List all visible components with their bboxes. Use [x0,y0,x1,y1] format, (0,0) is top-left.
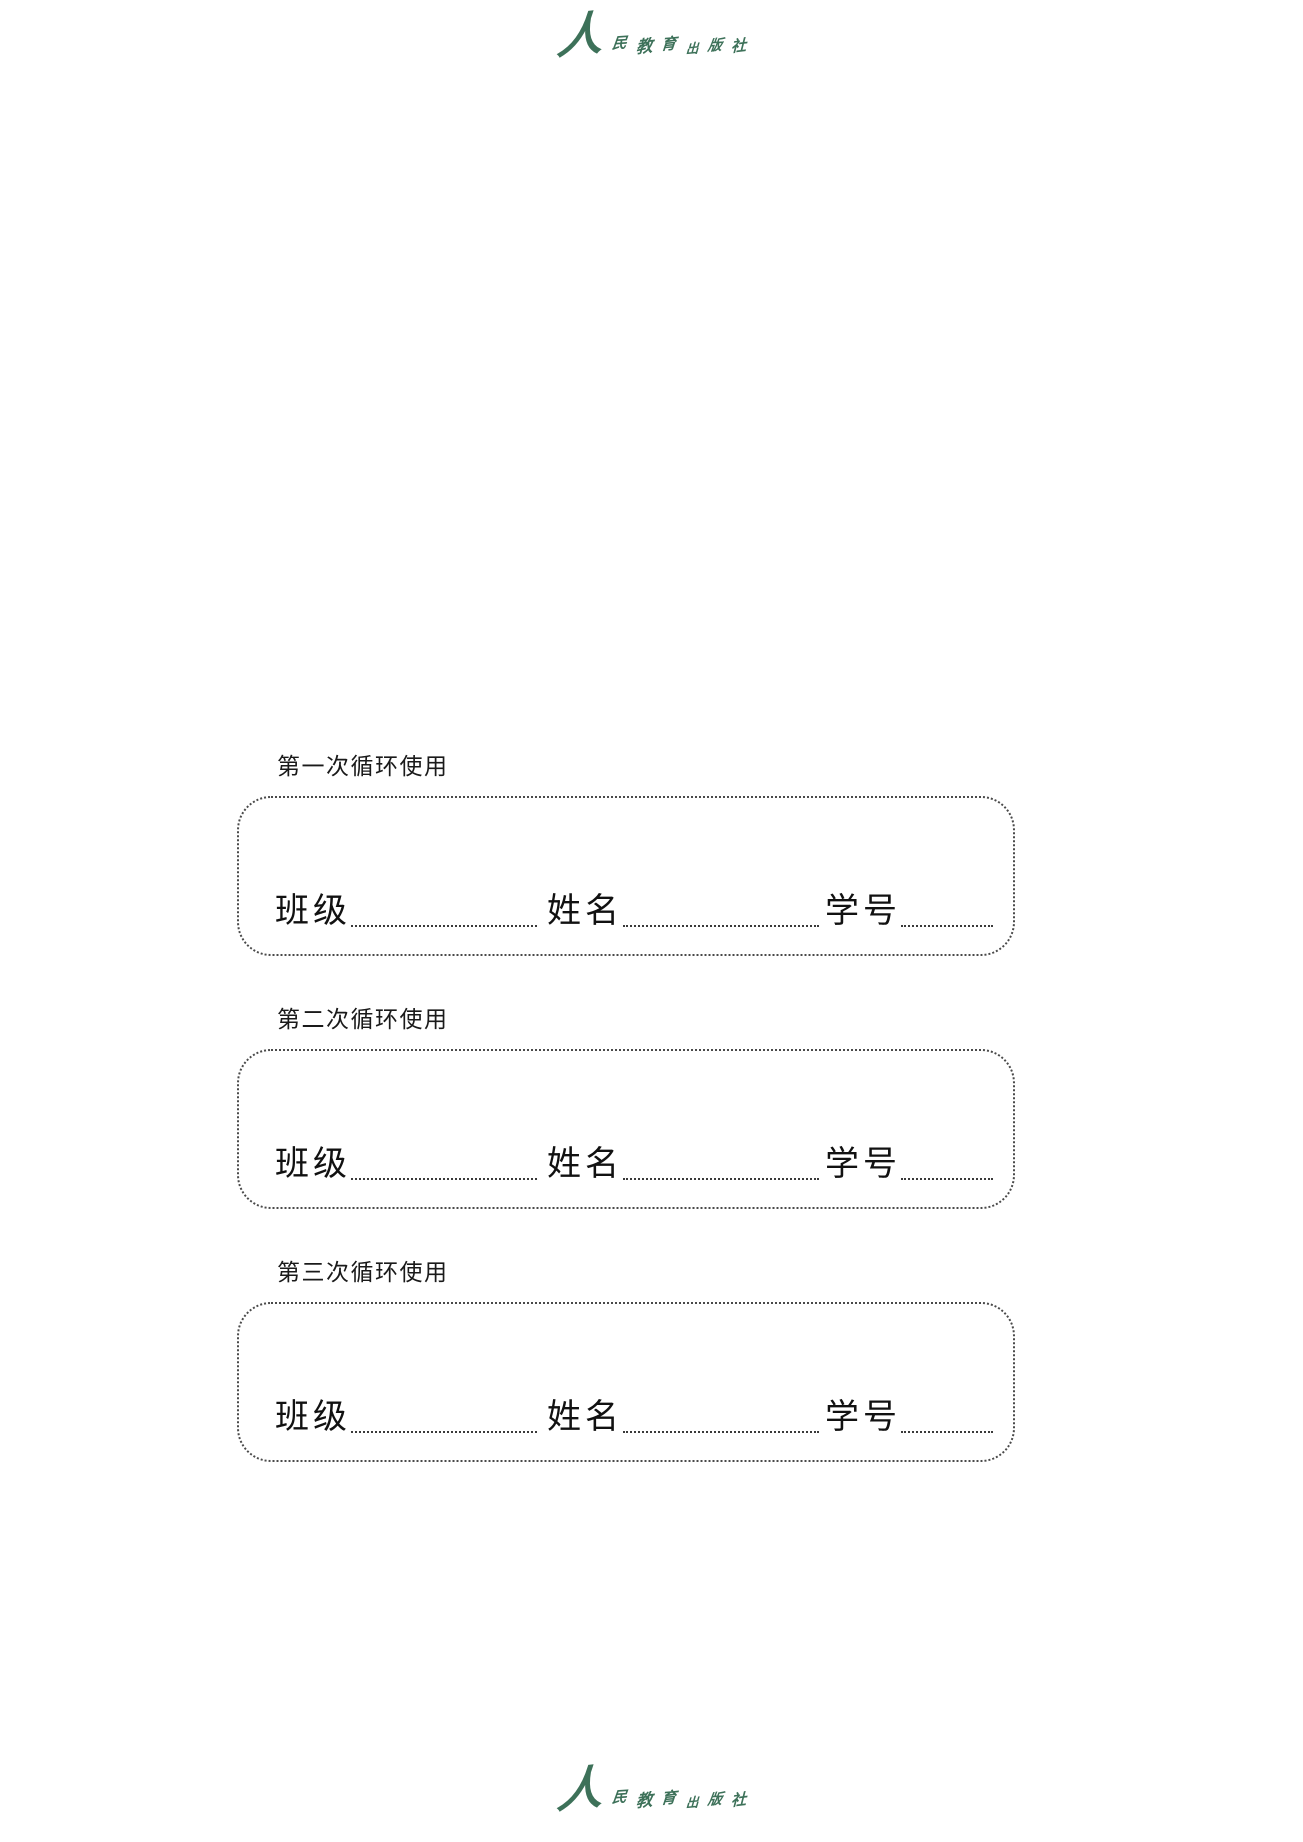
wordmark-footer-char-7: 社 [731,1791,747,1811]
name-input-line-1[interactable] [623,925,819,927]
student-id-label-3: 学号 [825,1399,901,1436]
wordmark-footer-char-6: 版 [706,1791,724,1809]
record-box-2[interactable]: 班级 姓名 学号 [237,1049,1015,1209]
record-box-3[interactable]: 班级 姓名 学号 [237,1302,1015,1462]
name-field-2[interactable]: 姓名 [547,1145,819,1185]
name-label-3: 姓名 [547,1399,623,1436]
student-id-input-line-1[interactable] [901,925,993,927]
name-label-1: 姓名 [547,893,623,930]
class-label-1: 班级 [275,893,351,930]
record-row-1: 班级 姓名 学号 [239,892,1013,932]
wordmark-char-5: 出 [685,41,699,57]
recycle-section-1: 第一次循环使用 班级 姓名 学号 [237,752,1015,956]
section-2-label: 第二次循环使用 [277,1007,449,1032]
recycle-section-3: 第三次循环使用 班级 姓名 学号 [237,1258,1015,1462]
wordmark-footer-char-1: 人 [555,1761,604,1818]
name-label-2: 姓名 [547,1146,623,1183]
wordmark-footer-char-2: 民 [610,1789,628,1807]
class-field-2[interactable]: 班级 [275,1145,537,1185]
publisher-wordmark-footer: 人 民 教 育 出 版 社 [0,1760,1303,1822]
class-input-line-1[interactable] [351,925,537,927]
wordmark-char-1: 人 [555,7,604,64]
wordmark-char-6: 版 [706,37,724,55]
record-row-3: 班级 姓名 学号 [239,1398,1013,1438]
record-row-2: 班级 姓名 学号 [239,1145,1013,1185]
record-box-1[interactable]: 班级 姓名 学号 [237,796,1015,956]
class-label-2: 班级 [275,1146,351,1183]
class-input-line-3[interactable] [351,1431,537,1433]
student-id-field-1[interactable]: 学号 [825,892,993,932]
wordmark-char-7: 社 [731,37,747,57]
wordmark-footer-char-5: 出 [685,1795,699,1811]
wordmark-footer-char-4: 育 [660,1789,677,1808]
student-id-input-line-3[interactable] [901,1431,993,1433]
student-id-field-3[interactable]: 学号 [825,1398,993,1438]
class-field-3[interactable]: 班级 [275,1398,537,1438]
recycle-section-2: 第二次循环使用 班级 姓名 学号 [237,1005,1015,1209]
student-id-label-2: 学号 [825,1146,901,1183]
section-1-label: 第一次循环使用 [277,754,449,779]
publisher-wordmark-header: 人 民 教 育 出 版 社 [0,6,1303,68]
name-input-line-2[interactable] [623,1178,819,1180]
name-input-line-3[interactable] [623,1431,819,1433]
name-field-1[interactable]: 姓名 [547,892,819,932]
wordmark-char-4: 育 [660,35,677,54]
section-3-label: 第三次循环使用 [277,1260,449,1285]
class-field-1[interactable]: 班级 [275,892,537,932]
student-id-field-2[interactable]: 学号 [825,1145,993,1185]
wordmark-char-2: 民 [610,35,628,53]
wordmark-char-3: 教 [636,35,653,58]
wordmark-footer-char-3: 教 [636,1789,653,1812]
name-field-3[interactable]: 姓名 [547,1398,819,1438]
student-id-label-1: 学号 [825,893,901,930]
class-input-line-2[interactable] [351,1178,537,1180]
student-id-input-line-2[interactable] [901,1178,993,1180]
class-label-3: 班级 [275,1399,351,1436]
